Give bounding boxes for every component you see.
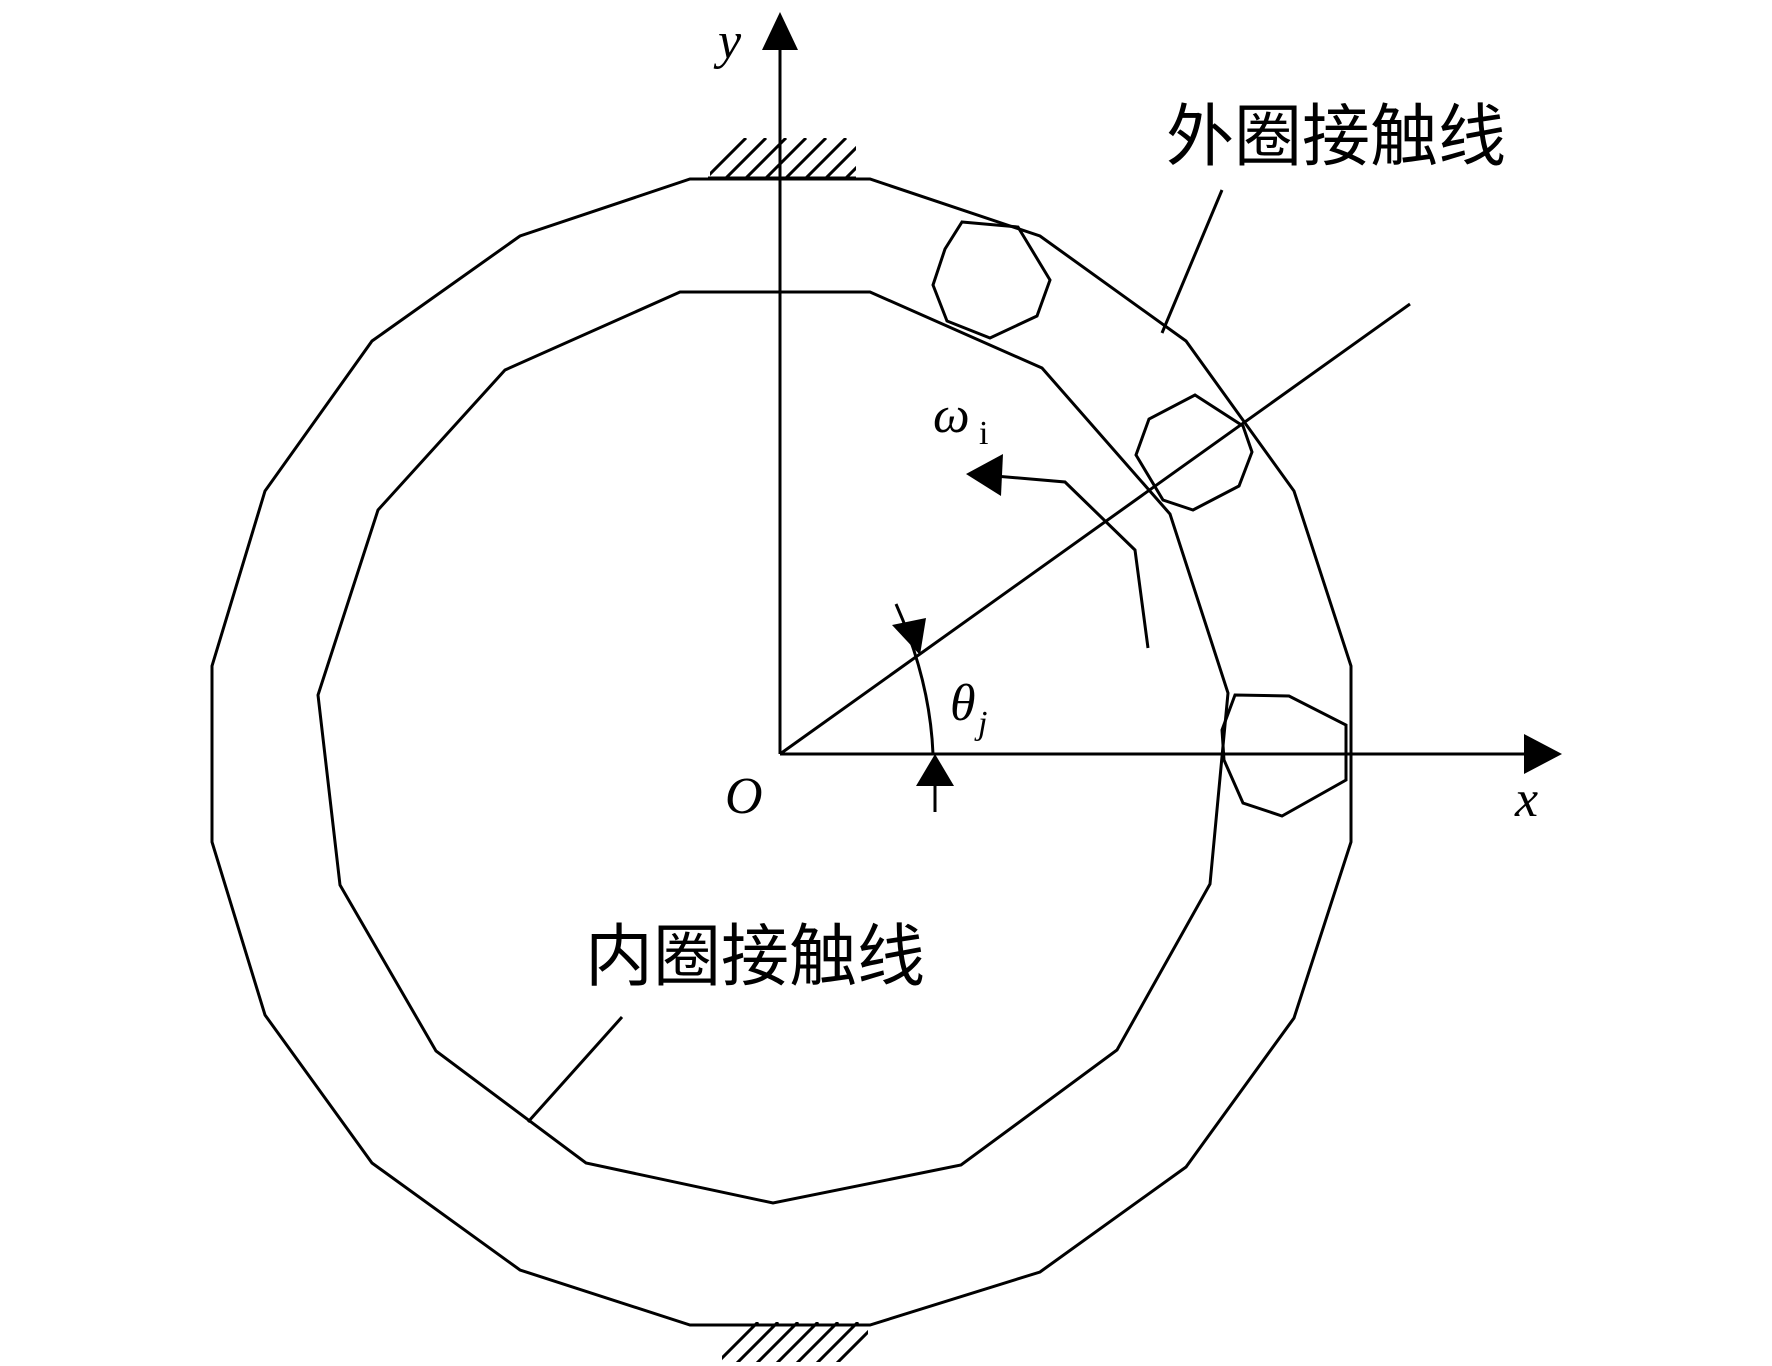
omega-subscript: i <box>979 415 988 452</box>
inner-contact-line <box>316 290 1230 1205</box>
inner-contact-line-label: 内圈接触线 <box>585 918 925 997</box>
inner-contact-leader <box>526 1015 624 1124</box>
omega-label: ω <box>933 387 970 444</box>
outer-contact-leader <box>1160 189 1224 334</box>
outer-contact-line-label: 外圈接触线 <box>1166 98 1506 177</box>
bottom-fixed-support <box>722 1322 868 1362</box>
top-fixed-support <box>708 138 856 180</box>
x-axis-label: x <box>1514 771 1538 828</box>
theta-subscript: j <box>974 705 987 742</box>
rolling-element-1 <box>931 220 1052 340</box>
outer-contact-line <box>210 177 1353 1327</box>
x-axis <box>780 734 1562 774</box>
y-axis <box>762 12 798 754</box>
rolling-element-3 <box>1220 693 1348 818</box>
y-axis-label: y <box>713 13 742 70</box>
omega-rotation-arrow <box>966 454 1150 649</box>
theta-angle-marker <box>892 603 954 812</box>
origin-label: O <box>725 768 763 825</box>
theta-label: θ <box>950 675 976 732</box>
rolling-element-2 <box>1134 393 1254 512</box>
radial-line <box>779 302 1411 756</box>
